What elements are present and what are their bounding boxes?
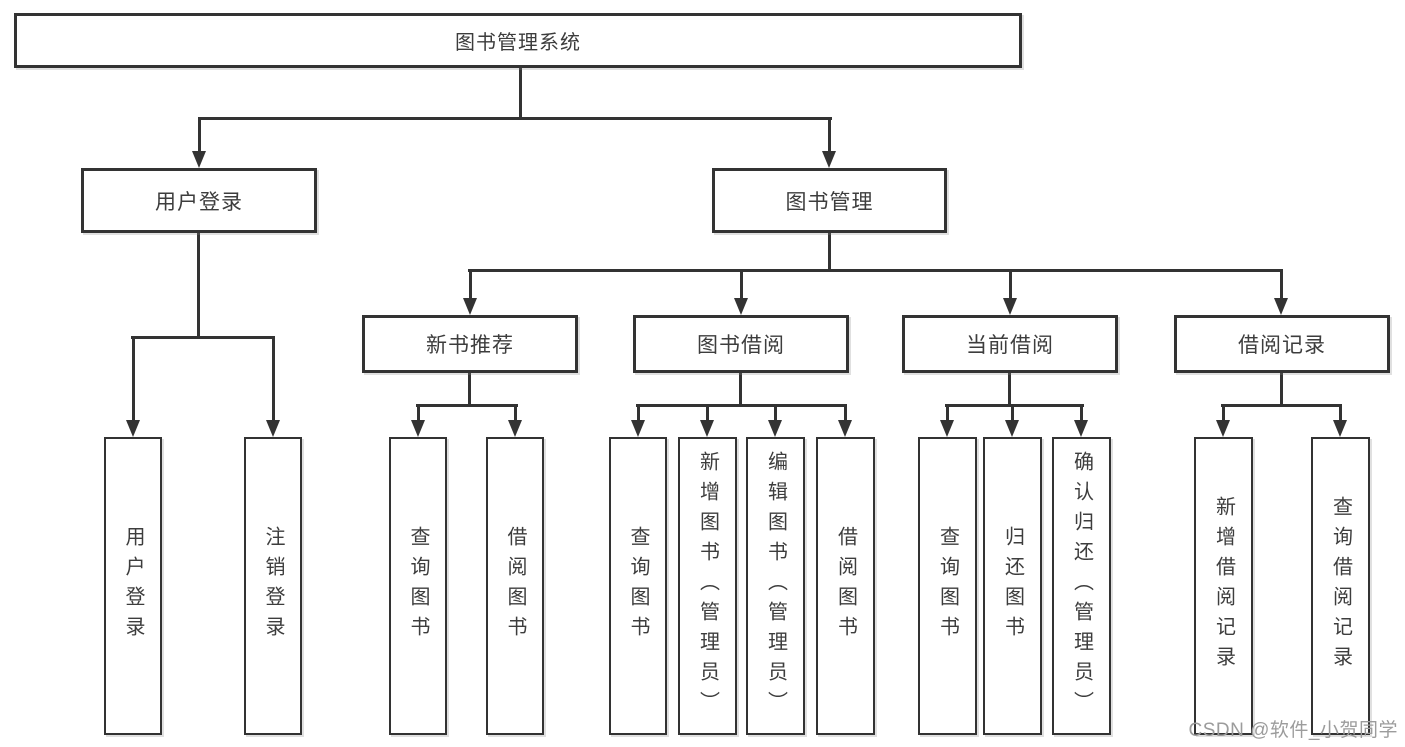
watermark: CSDN @软件_小贺同学 [1188, 720, 1398, 741]
arrow-to-book-borrowing [734, 269, 748, 315]
leaf-return-books: 归还图书 [983, 437, 1042, 735]
arrow-to-leaf-logout [266, 336, 280, 437]
leaf-query-books-recommend: 查询图书 [389, 437, 447, 735]
arrow-to-leaf-query-books-current [940, 404, 954, 437]
leaf-logout-login: 注销登录 [244, 437, 302, 735]
arrow-to-leaf-add-borrow-record [1216, 404, 1230, 437]
arrow-to-leaf-edit-books [768, 404, 782, 437]
leaf-borrow-books: 借阅图书 [816, 437, 875, 735]
arrow-to-leaf-borrow-books-recommend [508, 404, 522, 437]
node-new-book-recommendation: 新书推荐 [362, 315, 578, 373]
leaf-user-login: 用户登录 [104, 437, 162, 735]
node-borrowing-records: 借阅记录 [1174, 315, 1390, 373]
edge-user-login-trunk [197, 231, 200, 338]
edge-root-branch [198, 117, 832, 120]
arrow-to-leaf-borrow-books [838, 404, 852, 437]
leaf-edit-books-admin: 编辑图书（管理员） [746, 437, 805, 735]
node-current-borrowing: 当前借阅 [902, 315, 1118, 373]
node-user-login: 用户登录 [81, 168, 317, 233]
arrow-to-current-borrowing [1003, 269, 1017, 315]
arrow-to-leaf-query-borrow-record [1333, 404, 1347, 437]
edge-book-management-trunk [828, 231, 831, 272]
leaf-borrow-books-recommend: 借阅图书 [486, 437, 544, 735]
leaf-confirm-return-admin: 确认归还（管理员） [1052, 437, 1111, 735]
arrow-to-leaf-query-books-recommend [411, 404, 425, 437]
arrow-to-leaf-return-books [1005, 404, 1019, 437]
node-book-management: 图书管理 [712, 168, 947, 233]
arrow-to-leaf-query-books-borrow [631, 404, 645, 437]
edge-current-branch [945, 404, 1084, 407]
arrow-to-leaf-add-books [700, 404, 714, 437]
edge-root-trunk [519, 66, 522, 118]
leaf-query-borrow-record: 查询借阅记录 [1311, 437, 1370, 735]
arrow-to-borrowing-records [1274, 269, 1288, 315]
arrow-to-leaf-confirm-return [1074, 404, 1088, 437]
edge-book-management-branch [468, 269, 1283, 272]
leaf-add-borrow-record: 新增借阅记录 [1194, 437, 1253, 735]
node-book-borrowing: 图书借阅 [633, 315, 849, 373]
edge-recommend-branch [416, 404, 518, 407]
edge-borrowing-trunk [739, 371, 742, 407]
edge-recommend-trunk [468, 371, 471, 407]
edge-user-login-branch [131, 336, 275, 339]
arrow-to-user-login [192, 117, 206, 168]
edge-current-trunk [1008, 371, 1011, 407]
leaf-add-books-admin: 新增图书（管理员） [678, 437, 737, 735]
edge-borrowing-branch [636, 404, 847, 407]
edge-records-trunk [1280, 371, 1283, 407]
arrow-to-book-management [822, 117, 836, 168]
arrow-to-new-book-recommendation [463, 269, 477, 315]
leaf-query-books-current: 查询图书 [918, 437, 977, 735]
node-root: 图书管理系统 [14, 13, 1022, 68]
leaf-query-books-borrow: 查询图书 [609, 437, 667, 735]
edge-records-branch [1221, 404, 1342, 407]
arrow-to-leaf-user-login [126, 336, 140, 437]
